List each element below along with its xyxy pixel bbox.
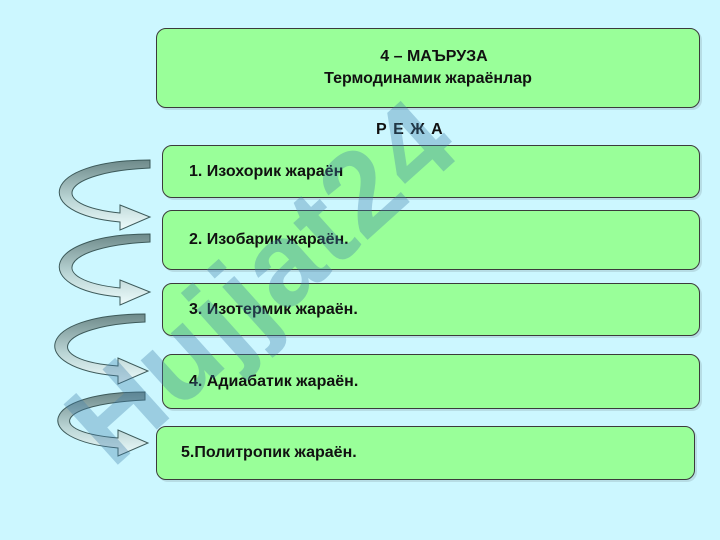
lecture-title-box: 4 – МАЪРУЗА Термодинамик жараёнлар xyxy=(156,28,700,108)
curved-arrow-1-icon xyxy=(58,159,152,231)
plan-item-2[interactable]: 2. Изобарик жараён. xyxy=(162,210,700,270)
plan-item-5[interactable]: 5.Политропик жараён. xyxy=(156,426,695,480)
curved-arrow-3-icon xyxy=(54,313,150,385)
plan-item-4-label: 4. Адиабатик жараён. xyxy=(189,372,359,390)
lecture-subtitle: Термодинамик жараёнлар xyxy=(324,70,532,87)
curved-arrow-2-icon xyxy=(58,233,152,306)
plan-item-1-label: 1. Изохорик жараён xyxy=(189,162,344,180)
plan-item-1[interactable]: 1. Изохорик жараён xyxy=(162,145,700,198)
plan-item-5-label: 5.Политропик жараён. xyxy=(181,444,357,461)
plan-item-3-label: 3. Изотермик жараён. xyxy=(189,300,358,318)
curved-arrow-4-icon xyxy=(57,391,150,457)
lecture-number: 4 – МАЪРУЗА xyxy=(380,48,488,65)
plan-item-4[interactable]: 4. Адиабатик жараён. xyxy=(162,354,700,409)
plan-item-3[interactable]: 3. Изотермик жараён. xyxy=(162,283,700,336)
plan-heading: Р Е Ж А xyxy=(376,121,444,138)
plan-item-2-label: 2. Изобарик жараён. xyxy=(189,231,349,248)
